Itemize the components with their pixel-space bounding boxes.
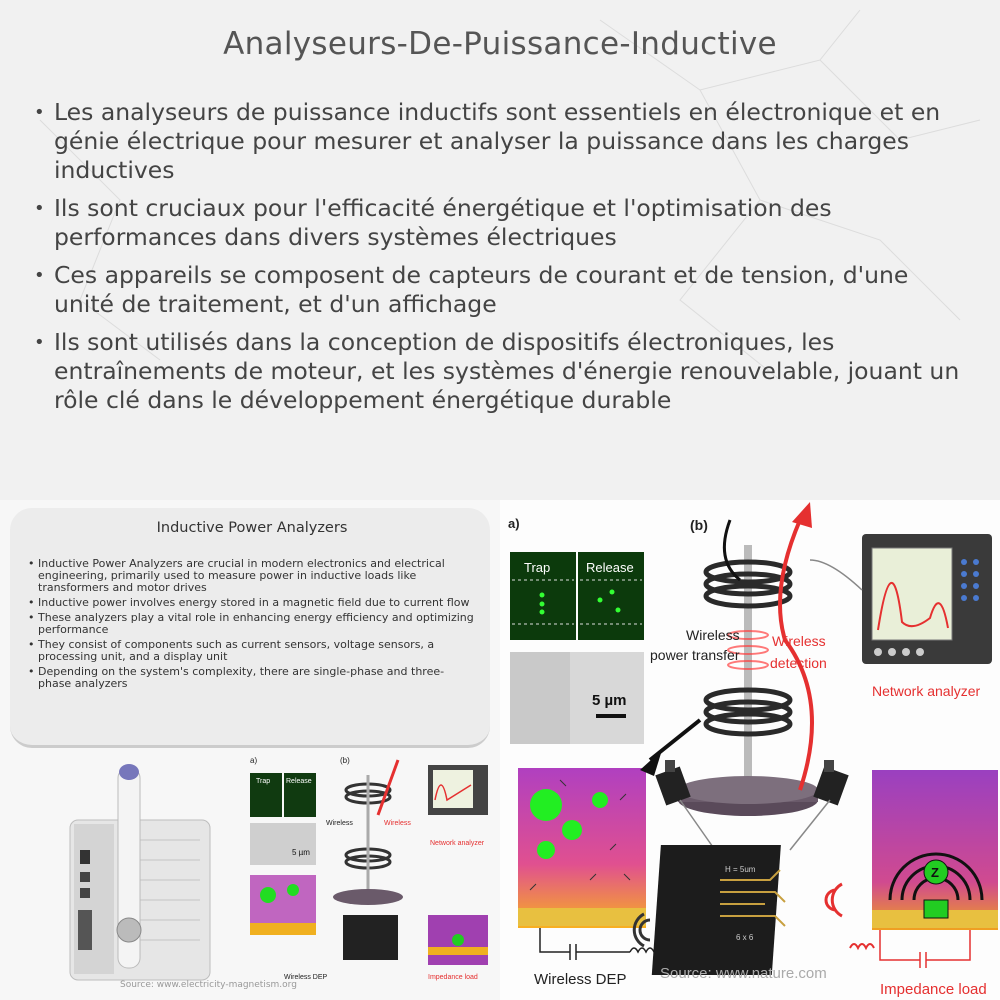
impedance-load-image: Z xyxy=(849,770,998,968)
clamp-right xyxy=(813,760,849,806)
thumb-release-label: Release xyxy=(286,778,312,785)
trap-release-images: Trap Release xyxy=(510,552,644,640)
coil-assembly xyxy=(678,545,818,816)
page-title: Analyseurs-De-Puissance-Inductive xyxy=(223,26,777,62)
wireless-detection-label-1: Wireless xyxy=(772,633,826,649)
thumb-network-analyzer-label: Network analyzer xyxy=(430,840,485,847)
thumb-wireless-dep-label: Wireless DEP xyxy=(284,974,328,981)
bullet-text: Ils sont utilisés dans la conception de … xyxy=(54,328,960,414)
wifi-icon-red xyxy=(824,882,843,918)
bullet-item: •Les analyseurs de puissance inductifs s… xyxy=(34,98,974,185)
panel-a-label: a) xyxy=(508,516,520,531)
thumb-scale-label: 5 µm xyxy=(292,848,310,857)
panel-b-label: (b) xyxy=(690,517,708,533)
microscope-image: 5 µm xyxy=(510,652,644,744)
bullet-item: •Ils sont utilisés dans la conception de… xyxy=(34,328,974,415)
thumb-panel-a-label: a) xyxy=(250,756,257,765)
summary-item: •They consist of components such as curr… xyxy=(28,639,476,663)
bullet-text: Ils sont cruciaux pour l'efficacité éner… xyxy=(54,194,832,251)
summary-item: •Depending on the system's complexity, t… xyxy=(28,666,476,690)
summary-item-text: Depending on the system's complexity, th… xyxy=(38,665,445,690)
summary-item-text: They consist of components such as curre… xyxy=(38,638,435,663)
release-label: Release xyxy=(586,560,634,575)
summary-list: •Inductive Power Analyzers are crucial i… xyxy=(28,558,476,690)
summary-item-text: These analyzers play a vital role in enh… xyxy=(38,611,474,636)
wireless-detection-label-2: detection xyxy=(770,655,827,671)
power-analyzer-device-image xyxy=(69,764,211,981)
figure-thumbnail: a) (b) Trap Release 5 µm Wireless Wirele… xyxy=(250,756,488,981)
thumb-trap-label: Trap xyxy=(256,778,270,785)
bullet-list: •Les analyseurs de puissance inductifs s… xyxy=(34,98,974,424)
summary-card: Inductive Power Analyzers •Inductive Pow… xyxy=(10,508,490,748)
summary-item: •Inductive Power Analyzers are crucial i… xyxy=(28,558,476,594)
red-arrow xyxy=(778,519,814,791)
summary-item-text: Inductive power involves energy stored i… xyxy=(38,596,470,609)
background-network-pattern xyxy=(39,9,981,381)
bullet-text: Ces appareils se composent de capteurs d… xyxy=(54,261,909,318)
black-arrow xyxy=(648,718,702,762)
right-image-panel: a) (b) Trap Release 5 µm xyxy=(500,500,1000,1000)
electrode-chip: H = 5um 6 x 6 xyxy=(651,845,786,975)
figure-source: Source: www.nature.com xyxy=(660,965,827,982)
dep-circuit xyxy=(539,928,655,960)
thumb-wireless-detection-label: Wireless xyxy=(384,820,411,827)
summary-item: •These analyzers play a vital role in en… xyxy=(28,612,476,636)
summary-item-text: Inductive Power Analyzers are crucial in… xyxy=(38,557,445,594)
network-analyzer-label: Network analyzer xyxy=(872,683,980,699)
figure-area: Inductive Power Analyzers •Inductive Pow… xyxy=(0,500,1000,1000)
bullet-item: •Ces appareils se composent de capteurs … xyxy=(34,261,974,319)
summary-item: •Inductive power involves energy stored … xyxy=(28,596,470,609)
z-label: Z xyxy=(931,865,939,880)
left-source-text: Source: www.electricity-magnetism.org xyxy=(120,980,297,990)
network-analyzer-image xyxy=(809,534,992,664)
field-map xyxy=(518,768,646,928)
chip-label-2: 6 x 6 xyxy=(736,933,754,942)
chip-label: H = 5um xyxy=(725,865,756,874)
wireless-power-label-1: Wireless xyxy=(686,627,740,643)
trap-label: Trap xyxy=(524,560,550,575)
wireless-dep-label: Wireless DEP xyxy=(534,971,627,988)
summary-title: Inductive Power Analyzers xyxy=(156,520,348,536)
impedance-load-label: Impedance load xyxy=(880,981,987,998)
wireless-power-label-2: power transfer xyxy=(650,647,740,663)
thumb-panel-b-label: (b) xyxy=(340,756,350,765)
wifi-icon xyxy=(632,912,651,948)
left-image-panel: Inductive Power Analyzers •Inductive Pow… xyxy=(0,500,500,1000)
bullet-item: •Ils sont cruciaux pour l'efficacité éne… xyxy=(34,194,974,252)
thumb-wireless-power-label: Wireless xyxy=(326,820,353,827)
thumb-impedance-label: Impedance load xyxy=(428,974,478,981)
scale-label: 5 µm xyxy=(592,692,627,709)
wireless-dep-figure: a) (b) Trap Release 5 µm xyxy=(508,502,998,998)
bullet-text: Les analyseurs de puissance inductifs so… xyxy=(54,98,941,184)
clamp-left xyxy=(655,760,691,806)
